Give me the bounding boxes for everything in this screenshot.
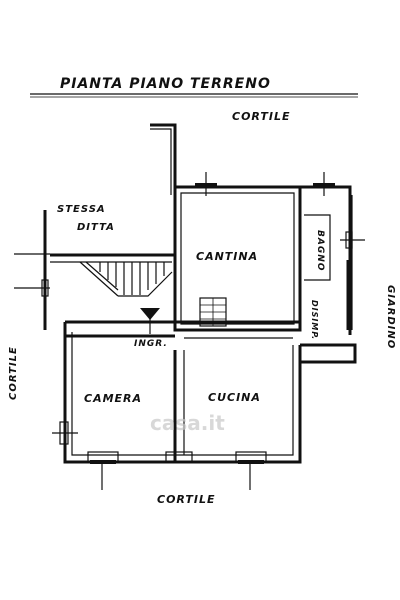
- cantina-steps: [199, 297, 227, 327]
- label-stessa: STESSA: [57, 204, 106, 215]
- label-ingr: INGR.: [134, 339, 168, 349]
- staircase: [79, 261, 173, 297]
- label-cantina: CANTINA: [196, 250, 258, 263]
- label-giardino: GIARDINO: [385, 285, 396, 349]
- entrance-arrow-icon: [140, 308, 160, 334]
- label-cucina: CUCINA: [208, 391, 261, 404]
- garden-fence: [346, 195, 353, 330]
- label-disimp: DISIMP.: [310, 300, 319, 340]
- watermark: casa.it: [150, 411, 225, 435]
- label-ditta: DITTA: [77, 222, 115, 233]
- label-bagno: BAGNO: [315, 230, 325, 271]
- label-cortile-bottom: CORTILE: [157, 493, 216, 506]
- label-cortile-left: CORTILE: [8, 346, 19, 400]
- plan-title: PIANTA PIANO TERRENO: [60, 76, 271, 92]
- label-cortile-top: CORTILE: [232, 110, 291, 123]
- label-camera: CAMERA: [84, 392, 142, 405]
